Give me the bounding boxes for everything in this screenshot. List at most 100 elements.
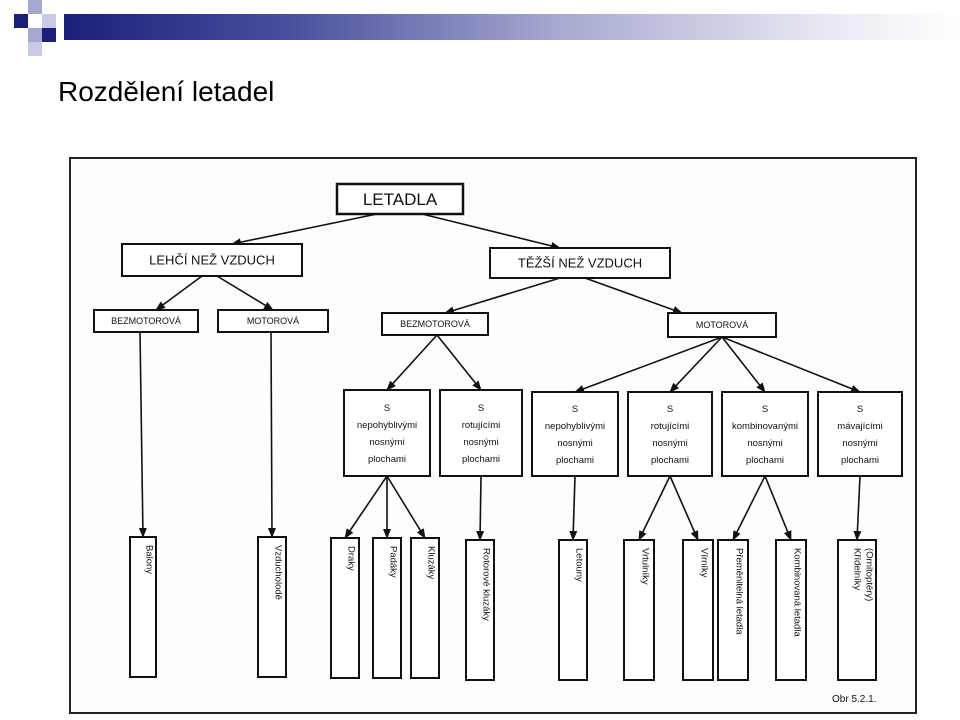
heavier-powered-node-label: MOTOROVÁ — [696, 320, 748, 330]
lighter-powered-node: MOTOROVÁ — [217, 309, 329, 333]
leaf-node-virniky: Vírníky — [682, 539, 714, 681]
leaf-node-kridelniky-label: (Ornitoptéry) — [863, 548, 874, 601]
group-node-g1-line: plochami — [368, 454, 406, 465]
edge-g6-kridelniky — [853, 475, 862, 541]
group-node-g6-line: S — [857, 404, 863, 415]
leaf-node-kluzaky: Kluzáky — [410, 537, 440, 679]
edge-root-lighter — [231, 213, 378, 247]
group-node-g1-line: nosnými — [369, 437, 404, 448]
edge-hu-g2 — [436, 334, 482, 391]
leaf-node-draky-label: Draky — [345, 546, 356, 571]
leaf-node-rotorove-kluzaky-label: Rotorové kluzáky — [480, 548, 491, 621]
lighter-powered-node-label: MOTOROVÁ — [247, 316, 299, 326]
edge-heavier-powered — [584, 277, 683, 314]
diagram-nodes: LETADLA LEHČÍ NEŽ VZDUCH TĚŽŠÍ NEŽ VZDUCH B… — [93, 182, 903, 681]
leaf-node-vrtulniky-label: Vrtulníky — [639, 548, 650, 585]
group-node-g5-line: nosnými — [747, 438, 782, 449]
leaf-node-letouny-label: Letouny — [573, 548, 584, 582]
diagram-edges — [138, 213, 862, 541]
decor-square-light — [28, 42, 42, 56]
leaf-node-vzducholode-label: Vzducholodě — [272, 545, 283, 600]
lighter-than-air-node: LEHČÍ NEŽ VZDUCH — [121, 243, 303, 277]
leaf-node-premenitelna-letadla: Přeměnitelná letadla — [717, 539, 749, 681]
header-gradient-bar — [64, 14, 960, 40]
edge-g1-kluzaky — [386, 475, 426, 539]
group-node-g2-line: nosnými — [463, 437, 498, 448]
leaf-node-premenitelna-letadla-label: Přeměnitelná letadla — [733, 548, 744, 635]
edge-lu-balony — [138, 331, 147, 538]
lighter-unpowered-node: BEZMOTOROVÁ — [93, 309, 199, 333]
group-node-g5-line: plochami — [746, 455, 784, 466]
group-node-g5-line: kombinovanými — [732, 421, 798, 432]
leaf-node-padaky: Padáky — [372, 537, 402, 679]
group-node-g3-line: nepohyblivými — [545, 421, 605, 432]
heavier-powered-node: MOTOROVÁ — [667, 312, 777, 338]
group-node-g3-line: nosnými — [557, 438, 592, 449]
group-node-g1-line: nepohyblivými — [357, 420, 417, 431]
edge-g2-rotorove — [476, 475, 485, 541]
group-node-g2-line: S — [478, 403, 484, 414]
slide-header-decoration — [0, 0, 960, 56]
leaf-node-padaky-label: Padáky — [387, 546, 398, 578]
edge-g1-draky — [344, 475, 388, 539]
lighter-unpowered-node-label: BEZMOTOROVÁ — [111, 316, 181, 326]
decor-square-light — [28, 28, 42, 42]
group-node-g5-line: S — [762, 404, 768, 415]
leaf-node-virniky-label: Vírníky — [698, 548, 709, 578]
group-node-g6-line: nosnými — [842, 438, 877, 449]
lighter-than-air-node-label: LEHČÍ NEŽ VZDUCH — [149, 253, 275, 268]
group-node-g3-line: plochami — [556, 455, 594, 466]
heavier-than-air-node: TĚŽŠÍ NEŽ VZDUCH — [489, 247, 671, 279]
group-node-g4-line: rotujícími — [651, 421, 690, 432]
group-node-g2-line: plochami — [462, 454, 500, 465]
group-node-g4-line: nosnými — [652, 438, 687, 449]
edge-g5-kombinovana — [764, 475, 792, 541]
edge-hp-g3 — [574, 336, 723, 393]
leaf-node-balony-label: Balony — [143, 545, 154, 574]
leaf-node-kombinovana-letadla-label: Kombinovaná letadla — [791, 548, 802, 637]
leaf-node-rotorove-kluzaky: Rotorové kluzáky — [465, 539, 495, 681]
edge-g4-vrtulniky — [638, 475, 671, 541]
edge-g5-premenitelna — [732, 475, 766, 541]
root-node: LETADLA — [335, 182, 465, 216]
leaf-node-letouny: Letouny — [558, 539, 588, 681]
leaf-node-vzducholode: Vzducholodě — [257, 536, 287, 678]
heavier-than-air-node-label: TĚŽŠÍ NEŽ VZDUCH — [518, 256, 642, 271]
leaf-node-kridelniky: Křídelníky(Ornitoptéry) — [837, 539, 877, 681]
decor-square-dark — [14, 14, 28, 28]
decor-square-light — [28, 0, 42, 14]
group-node-g4-line: plochami — [651, 455, 689, 466]
edge-g4-virniky — [669, 475, 699, 541]
group-node-g2-line: rotujícími — [462, 420, 501, 431]
leaf-node-kombinovana-letadla: Kombinovaná letadla — [775, 539, 807, 681]
edge-g3-letouny — [569, 475, 578, 541]
group-node-g3-line: S — [572, 404, 578, 415]
decor-square-light — [42, 14, 56, 28]
leaf-node-draky: Draky — [330, 537, 360, 679]
group-node-g4-line: S — [667, 404, 673, 415]
group-node-g6-line: mávajícími — [837, 421, 882, 432]
heavier-unpowered-node-label: BEZMOTOROVÁ — [400, 319, 470, 329]
decor-square-dark — [42, 28, 56, 42]
edge-hp-g4 — [669, 336, 723, 393]
edge-lighter-unpowered — [155, 275, 203, 311]
root-node-label: LETADLA — [363, 190, 438, 209]
edge-lighter-powered — [216, 275, 274, 311]
slide-title: Rozdělení letadel — [58, 76, 275, 107]
leaf-node-kluzaky-label: Kluzáky — [425, 546, 436, 580]
edge-lp-vzducholode — [267, 331, 276, 538]
heavier-unpowered-node: BEZMOTOROVÁ — [381, 312, 489, 336]
edge-hu-g1 — [386, 334, 438, 391]
edge-root-heavier — [421, 213, 561, 250]
edge-hp-g5 — [721, 336, 766, 393]
group-node-g6-line: plochami — [841, 455, 879, 466]
leaf-node-kridelniky-label: Křídelníky — [851, 548, 862, 590]
leaf-node-balony: Balony — [129, 536, 157, 678]
